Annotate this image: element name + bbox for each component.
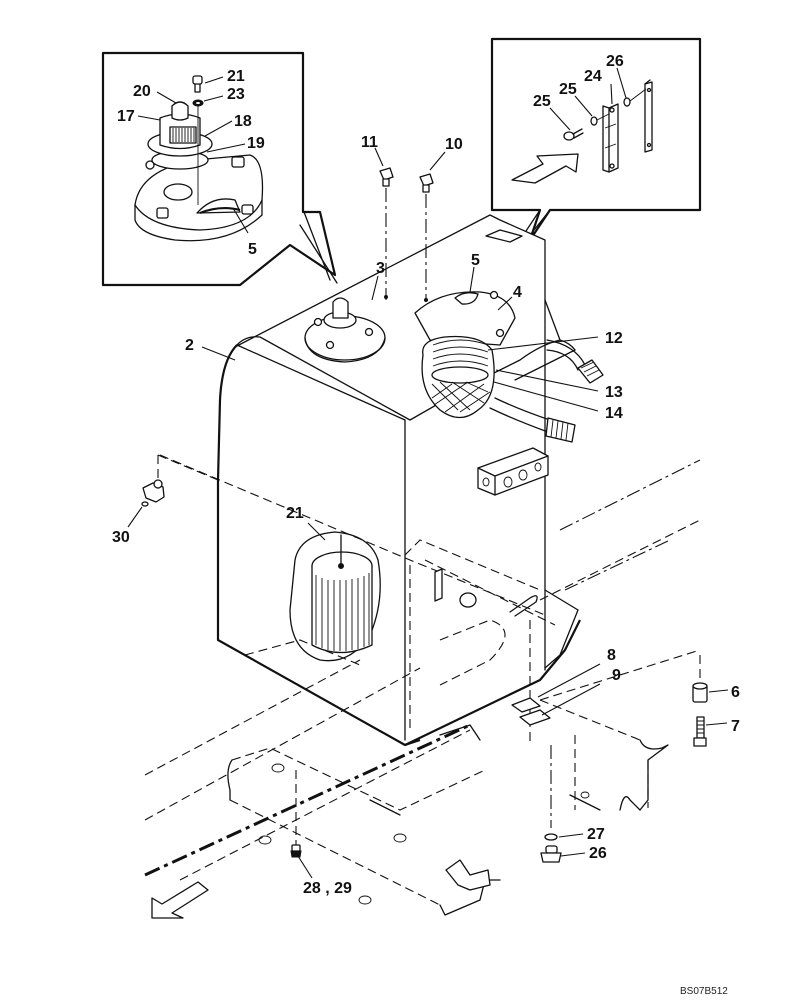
inset-frame-right: [490, 37, 702, 242]
part-26-drain-plug: [540, 845, 562, 863]
callout-17: 19: [247, 135, 265, 152]
part-27-o-ring: [544, 745, 558, 841]
part-24-screw: [563, 131, 575, 141]
callout-3: 3: [376, 260, 385, 277]
inset-filler-cap-detail: 21 23 20 17 18 19 5: [101, 51, 338, 287]
mount-plate: [434, 568, 443, 602]
part-16-strainer: [169, 126, 197, 144]
part-13-seal: [431, 366, 489, 384]
inset-pointer-line: [303, 211, 331, 281]
filler-base-flange: [134, 154, 264, 242]
part-11-bolt: [379, 167, 394, 300]
flange-hole: [163, 183, 193, 201]
callout-8: 8: [607, 647, 616, 664]
gauge-cover-plate: [644, 81, 653, 153]
gauge-mount-bracket: [485, 229, 523, 243]
part-28-29-bolt-washer: [290, 770, 302, 858]
callout-15: 17: [117, 108, 135, 125]
inset-pointer-line: [299, 224, 338, 284]
callout-14: 14: [605, 405, 623, 422]
callout-25a: 25: [559, 81, 577, 98]
callout-5-inset: 5: [248, 241, 257, 258]
callout-24: 25: [533, 93, 551, 110]
callout-18: 20: [133, 83, 151, 100]
part-18-breather: [171, 101, 189, 121]
port-block: [477, 447, 549, 496]
callout-11: 11: [361, 134, 378, 151]
frame-structure: [144, 459, 701, 919]
callout-12: 12: [605, 330, 623, 347]
callout-21: 21: [286, 505, 304, 522]
part-19-screw: [192, 75, 203, 85]
callout-9: 9: [612, 667, 621, 684]
callout-20: 23: [227, 86, 245, 103]
part-12-spring: [432, 339, 489, 367]
figure-code: BS07B512: [680, 986, 728, 997]
callout-30: 30: [112, 529, 130, 546]
callout-27: 27: [587, 826, 605, 843]
part-23-level-gauge: [608, 103, 619, 173]
part-5-gasket-window: [454, 292, 479, 305]
callout-25b: 26: [606, 53, 624, 70]
view-direction-arrow-icon: [511, 153, 579, 184]
bolt-head-icon: [231, 156, 245, 168]
inset-frame-left: [101, 51, 337, 287]
bolt-head-icon: [156, 207, 169, 219]
callout-26: 26: [589, 845, 607, 862]
part-7-bolt: [693, 716, 707, 747]
part-30-drain-valve: [141, 454, 219, 507]
callout-6: 6: [731, 684, 740, 701]
part-21-return-filter: [289, 531, 381, 662]
part-3-filler-cover: [304, 295, 388, 363]
part-25-washer: [590, 116, 598, 126]
part-6-spacer: [692, 655, 708, 703]
callout-23: 24: [584, 68, 602, 85]
callout-4: 4: [513, 284, 522, 301]
roller: [459, 592, 477, 608]
callout-19: 21: [227, 68, 245, 85]
callout-7: 7: [731, 718, 740, 735]
front-direction-arrow-icon: [151, 881, 209, 919]
callout-leaders: [127, 147, 729, 879]
machine-centre-line: [144, 723, 471, 877]
callout-5: 5: [471, 252, 480, 269]
part-2-tank-outline: [216, 344, 421, 747]
callout-28-29: 28 , 29: [303, 880, 352, 897]
inset-level-gauge-detail: 25 25 24 26: [490, 37, 702, 246]
bolt-head-icon: [241, 204, 254, 215]
hoses: [489, 339, 604, 443]
callout-labels: 2 3 4 5 11 10 12 13 14 21 30 8 9 6 7 27 …: [112, 134, 740, 897]
part-14-strainer-mesh: [431, 381, 491, 413]
callout-16: 18: [234, 113, 252, 130]
callout-2: 2: [185, 337, 194, 354]
suction-strainer-assembly: [421, 335, 495, 419]
callout-10: 10: [445, 136, 463, 153]
callout-13: 13: [605, 384, 623, 401]
part-10-bolt: [419, 173, 434, 300]
part-25-washer: [623, 97, 631, 107]
part-4-suction-cover: [414, 290, 516, 346]
